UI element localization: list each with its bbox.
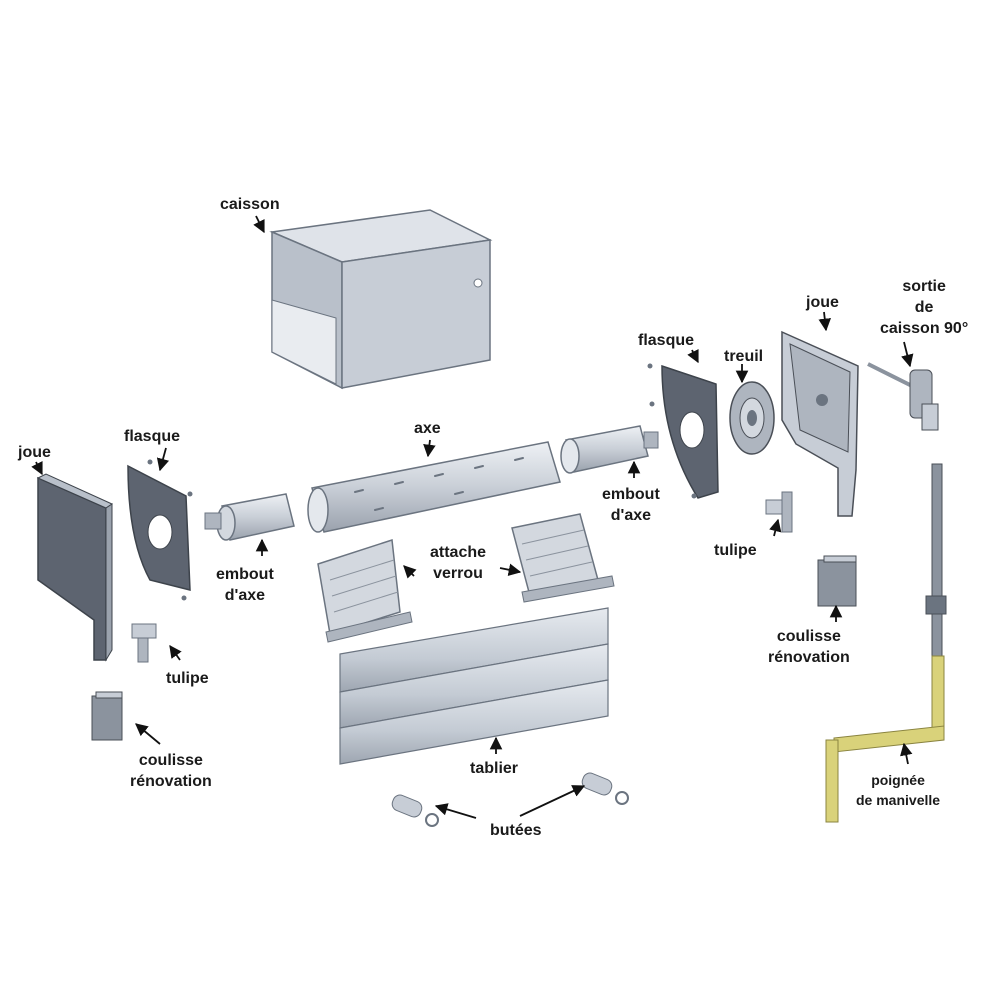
sortie-caisson-part xyxy=(867,362,939,431)
coulisse-right-part xyxy=(817,555,857,607)
joue-left-part xyxy=(36,473,114,662)
label-joue-left: joue xyxy=(18,444,51,461)
axe-part xyxy=(307,441,561,533)
caisson-part xyxy=(269,209,493,390)
label-butees: butées xyxy=(490,822,542,839)
label-flasque-left: flasque xyxy=(124,428,181,445)
attache-verrou-right-part xyxy=(511,513,615,603)
label-tulipe-left: tulipe xyxy=(166,670,209,687)
flasque-left-part xyxy=(127,459,193,601)
label-tablier: tablier xyxy=(470,760,519,777)
butees-part xyxy=(391,772,629,827)
joue-right-part xyxy=(781,330,859,517)
coulisse-left-part xyxy=(91,691,123,741)
label-treuil: treuil xyxy=(724,348,764,365)
label-caisson: caisson xyxy=(220,196,280,213)
label-flasque-right: flasque xyxy=(638,332,695,349)
attache-verrou-left-part xyxy=(317,539,413,643)
label-tulipe-right: tulipe xyxy=(714,542,757,559)
tulipe-left-part xyxy=(131,623,157,663)
manivelle-part xyxy=(825,463,947,823)
label-axe: axe xyxy=(414,420,441,437)
embout-axe-right-part xyxy=(560,425,659,474)
treuil-part xyxy=(729,381,775,455)
flasque-right-part xyxy=(647,363,719,499)
label-joue-right: joue xyxy=(806,294,839,311)
tablier-part xyxy=(339,607,609,765)
callout-arrows xyxy=(31,215,914,819)
embout-axe-left-part xyxy=(204,493,295,541)
tulipe-right-part xyxy=(765,491,793,533)
